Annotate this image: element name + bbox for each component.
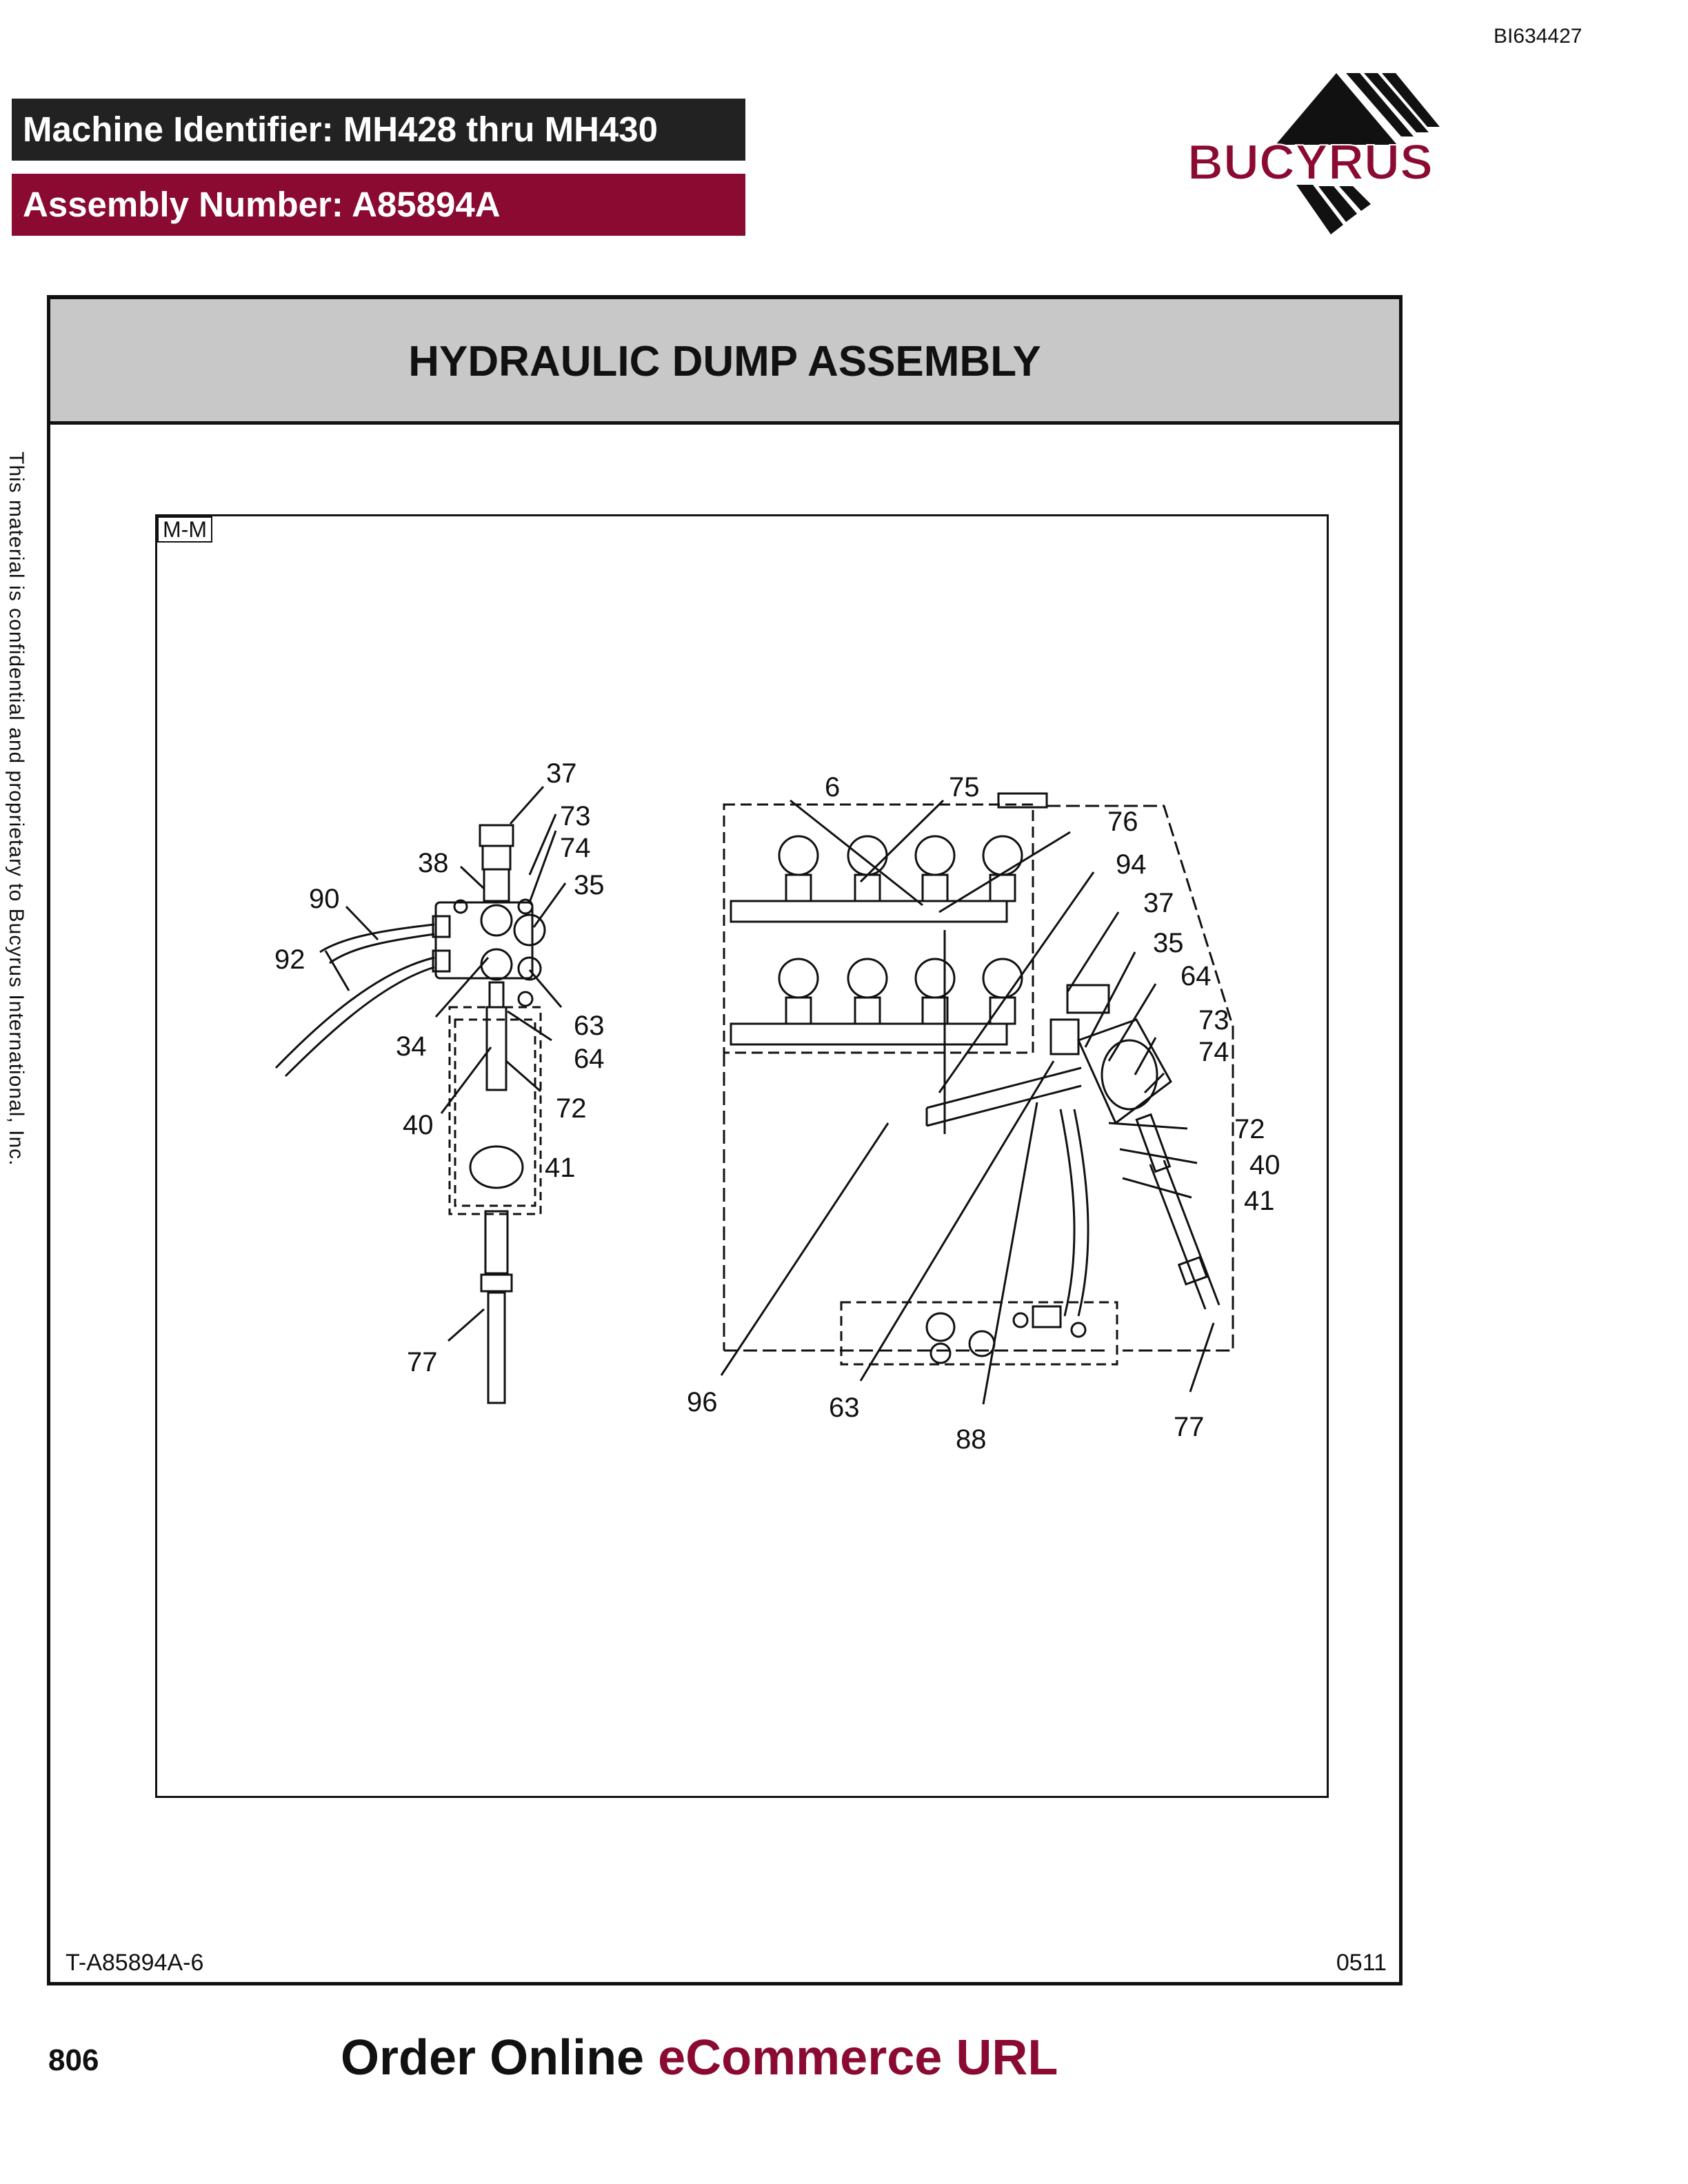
leader-lines (324, 786, 1215, 1405)
callout-right-94: 94 (1116, 849, 1147, 880)
right-hoses (925, 930, 1089, 1317)
drawing-area: M-M (155, 514, 1329, 1798)
callout-left-37: 37 (546, 758, 577, 789)
callout-right-88: 88 (956, 1424, 987, 1455)
callout-right-74: 74 (1198, 1037, 1229, 1067)
callout-right-6: 6 (825, 772, 840, 802)
callout-right-73: 73 (1198, 1005, 1229, 1035)
gauge-panel (723, 792, 1234, 1352)
callout-left-34: 34 (396, 1031, 427, 1062)
callout-left-74: 74 (560, 833, 591, 863)
logo-wordmark: BUCYRUS (1187, 135, 1433, 190)
drawing-code: T-A85894A-6 (66, 1950, 204, 1976)
machine-identifier-bar: Machine Identifier: MH428 thru MH430 (12, 99, 745, 161)
callout-right-63: 63 (829, 1393, 860, 1423)
callout-left-90: 90 (309, 884, 340, 914)
order-online-footer[interactable]: Order Online eCommerce URL (341, 2030, 1058, 2086)
logo-pyramid (1276, 73, 1397, 145)
callout-right-77: 77 (1174, 1412, 1205, 1442)
left-hoses (274, 923, 435, 1078)
drawing-frame: HYDRAULIC DUMP ASSEMBLY M-M (47, 295, 1403, 1985)
callout-left-64: 64 (574, 1044, 605, 1074)
callout-labels: 37 73 74 38 35 90 92 34 63 64 72 40 41 7… (274, 758, 1280, 1455)
document-id: BI634427 (1494, 25, 1582, 48)
sheet-title: HYDRAULIC DUMP ASSEMBLY (50, 299, 1399, 425)
callout-right-96: 96 (687, 1387, 718, 1417)
left-valve-assembly (432, 824, 546, 1404)
parts-illustration: 37 73 74 38 35 90 92 34 63 64 72 40 41 7… (274, 758, 1280, 1455)
callout-right-76: 76 (1107, 807, 1138, 837)
callout-left-41: 41 (545, 1153, 576, 1183)
callout-left-92: 92 (274, 944, 305, 975)
callout-left-35: 35 (574, 870, 605, 900)
callout-left-72: 72 (556, 1093, 587, 1124)
callout-right-75: 75 (949, 772, 980, 802)
page-number: 806 (48, 2043, 99, 2077)
view-label: M-M (157, 516, 212, 543)
callout-right-72: 72 (1234, 1114, 1265, 1144)
callout-right-35: 35 (1153, 928, 1184, 958)
side-confidentiality-note: This material is confidential and propri… (5, 452, 28, 1166)
lower-manifold (840, 1301, 1118, 1366)
callout-left-38: 38 (418, 848, 449, 878)
callout-right-40: 40 (1249, 1150, 1280, 1180)
callout-left-40: 40 (403, 1110, 434, 1140)
callout-right-64: 64 (1180, 961, 1212, 991)
callout-right-37: 37 (1143, 888, 1174, 918)
revision-code: 0511 (1336, 1950, 1387, 1976)
right-valve-assembly (1049, 984, 1220, 1310)
ecommerce-url-link[interactable]: eCommerce URL (658, 2030, 1058, 2085)
callout-left-63: 63 (574, 1011, 605, 1041)
callout-left-73: 73 (560, 801, 591, 831)
bucyrus-logo: BUCYRUS (1187, 73, 1440, 234)
callout-right-41: 41 (1244, 1186, 1275, 1216)
callout-left-77: 77 (407, 1347, 438, 1377)
order-online-text: Order Online (341, 2030, 645, 2085)
assembly-number-bar: Assembly Number: A85894A (12, 174, 745, 236)
